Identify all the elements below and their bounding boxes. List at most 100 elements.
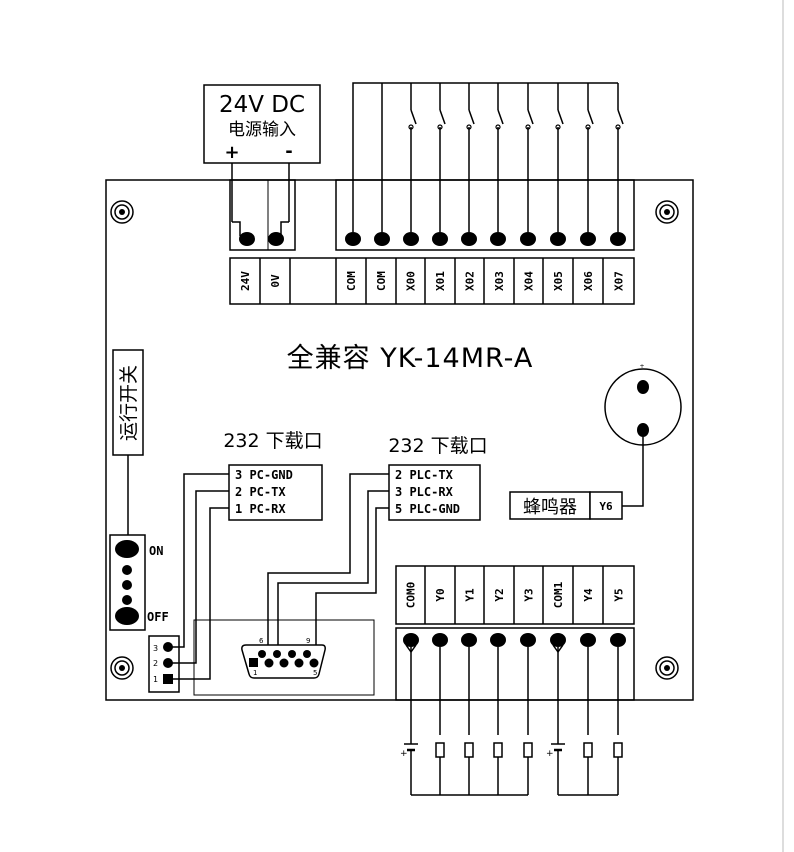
mounting-hole-icon xyxy=(110,656,134,680)
buzzer-terminal: Y6 xyxy=(599,500,613,513)
power-terminal-block xyxy=(229,179,296,251)
input-terminal-label: X04 xyxy=(523,271,536,291)
switch-on-label: ON xyxy=(149,544,163,558)
terminal-screw xyxy=(432,232,448,246)
input-terminal-label: X07 xyxy=(613,271,626,291)
terminal-screw xyxy=(580,633,596,647)
load-resistor xyxy=(493,742,503,795)
input-terminal-label: X02 xyxy=(464,271,477,291)
model-title: 全兼容 YK-14MR-A xyxy=(287,343,534,374)
load-resistor xyxy=(523,742,533,795)
jumper-num-1: 1 xyxy=(153,675,158,684)
terminal-screw xyxy=(374,232,390,246)
output-terminal-label: Y3 xyxy=(523,588,536,601)
terminal-screw xyxy=(345,232,361,246)
load-resistor xyxy=(435,742,445,795)
terminal-screw xyxy=(432,633,448,647)
plc-pin-wires xyxy=(267,473,389,654)
terminal-screw xyxy=(490,232,506,246)
db9-pin-9: 9 xyxy=(306,637,310,645)
input-terminal-label: COM xyxy=(345,271,358,291)
plc-pin-tx: 2 PLC-TX xyxy=(395,468,454,482)
output-wires xyxy=(404,644,623,796)
power-title: 24V DC xyxy=(219,92,305,118)
terminal-screw xyxy=(461,633,477,647)
output-terminal-label: COM0 xyxy=(405,582,418,609)
terminal-screw xyxy=(461,232,477,246)
terminal-screw xyxy=(268,232,284,246)
output-terminal-label: Y4 xyxy=(582,588,595,602)
pc-pin-wires xyxy=(172,473,229,680)
terminal-screw xyxy=(403,232,419,246)
terminal-screw xyxy=(520,232,536,246)
pc-pin-gnd: 3 PC-GND xyxy=(235,468,293,482)
plc-download-title: 232 下载口 xyxy=(388,435,487,457)
power-input-box: 24V DC 电源输入 + - xyxy=(203,84,321,164)
battery-symbol xyxy=(551,735,565,795)
input-terminal-label: X00 xyxy=(405,271,418,291)
terminal-screw xyxy=(239,232,255,246)
battery-symbol xyxy=(404,735,418,795)
input-terminal-block xyxy=(335,179,635,251)
plc-pin-box: 2 PLC-TX 3 PLC-RX 5 PLC-GND xyxy=(388,464,481,521)
power-minus-label: - xyxy=(285,141,292,162)
run-switch-label-box: 运行开关 xyxy=(112,349,144,456)
input-terminal-label: X06 xyxy=(582,271,595,291)
jumper-num-2: 2 xyxy=(153,659,158,668)
input-terminal-label: 0V xyxy=(269,274,282,288)
terminal-screw xyxy=(550,633,566,647)
load-resistor xyxy=(583,742,593,795)
run-switch: ON OFF xyxy=(109,534,169,631)
output-terminal-label: Y0 xyxy=(434,588,447,601)
input-screws xyxy=(345,232,626,246)
pc-download-title: 232 下载口 xyxy=(223,430,322,452)
plc-pin-gnd: 5 PLC-GND xyxy=(395,502,460,516)
terminal-screw xyxy=(550,232,566,246)
power-subtitle: 电源输入 xyxy=(228,120,296,140)
pc-jumper-header: 3 2 1 xyxy=(148,635,180,693)
mounting-hole-icon xyxy=(655,656,679,680)
input-label-strip xyxy=(229,257,635,305)
battery-plus-2: + xyxy=(546,749,554,759)
output-label-strip xyxy=(395,565,635,625)
input-wires xyxy=(352,82,624,232)
input-terminal-label: X01 xyxy=(434,271,447,291)
terminal-screw xyxy=(580,232,596,246)
battery-plus-1: + xyxy=(400,749,408,759)
switch-off-label: OFF xyxy=(147,610,169,624)
db9-pin-1: 1 xyxy=(253,669,257,677)
terminal-screw xyxy=(610,633,626,647)
terminal-screw xyxy=(610,232,626,246)
load-resistor xyxy=(613,742,623,795)
jumper-num-3: 3 xyxy=(153,644,158,653)
input-terminal-label: 24V xyxy=(239,271,252,291)
output-terminal-label: Y1 xyxy=(464,588,477,602)
mounting-hole-icon xyxy=(655,200,679,224)
buzzer-label: 蜂鸣器 xyxy=(523,497,577,518)
db9-region xyxy=(193,619,375,696)
terminal-screw xyxy=(403,633,419,647)
output-terminal-block xyxy=(395,627,635,701)
output-screws xyxy=(403,633,626,647)
mounting-holes xyxy=(110,200,679,680)
buzzer-plus: + xyxy=(639,363,644,370)
pc-pin-box: 3 PC-GND 2 PC-TX 1 PC-RX xyxy=(228,464,323,521)
output-terminal-label: COM1 xyxy=(552,581,565,608)
output-terminal-label: Y2 xyxy=(493,588,506,601)
output-terminal-label: Y5 xyxy=(613,588,626,601)
plc-pin-rx: 3 PLC-RX xyxy=(395,485,454,499)
output-label-cells: COM0 Y0 Y1 Y2 Y3 COM1 Y4 Y5 xyxy=(405,566,626,624)
db9-pin-6: 6 xyxy=(259,637,264,645)
pc-pin-tx: 2 PC-TX xyxy=(235,485,286,499)
run-switch-label: 运行开关 xyxy=(118,365,140,441)
load-resistor xyxy=(464,742,474,795)
db9-connector: 1 5 6 9 xyxy=(241,637,326,679)
db9-pin-5: 5 xyxy=(313,669,317,677)
pc-pin-rx: 1 PC-RX xyxy=(235,502,286,516)
mounting-hole-icon xyxy=(110,200,134,224)
input-terminal-label: X03 xyxy=(493,271,506,291)
input-terminal-label: COM xyxy=(375,271,388,291)
terminal-screw xyxy=(490,633,506,647)
